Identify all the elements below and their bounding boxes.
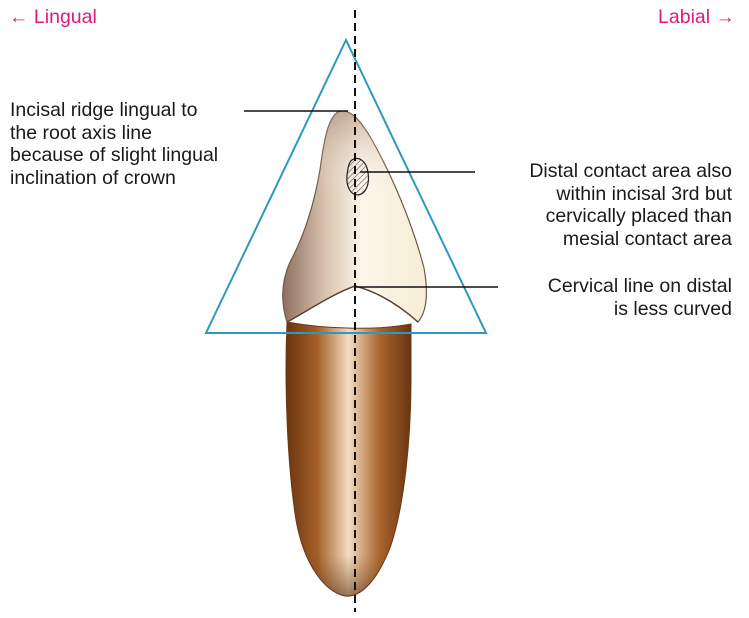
root-apex-shading bbox=[286, 322, 411, 596]
annotation-line: mesial contact area bbox=[529, 228, 732, 251]
distal-contact-area bbox=[347, 159, 369, 196]
annotation-line: because of slight lingual bbox=[10, 144, 218, 167]
annotation-line: cervically placed than bbox=[529, 205, 732, 228]
cervical-line-annotation: Cervical line on distal is less curved bbox=[548, 275, 732, 320]
incisal-ridge-annotation: Incisal ridge lingual to the root axis l… bbox=[10, 99, 218, 189]
distal-contact-annotation: Distal contact area also within incisal … bbox=[529, 160, 732, 250]
lingual-direction-label: ← Lingual bbox=[9, 6, 97, 28]
labial-direction-label: Labial → bbox=[658, 6, 735, 28]
annotation-line: the root axis line bbox=[10, 122, 218, 145]
annotation-line: inclination of crown bbox=[10, 167, 218, 190]
annotation-line: Cervical line on distal bbox=[548, 275, 732, 298]
annotation-line: is less curved bbox=[548, 298, 732, 321]
annotation-line: within incisal 3rd but bbox=[529, 183, 732, 206]
annotation-line: Distal contact area also bbox=[529, 160, 732, 183]
annotation-line: Incisal ridge lingual to bbox=[10, 99, 218, 122]
